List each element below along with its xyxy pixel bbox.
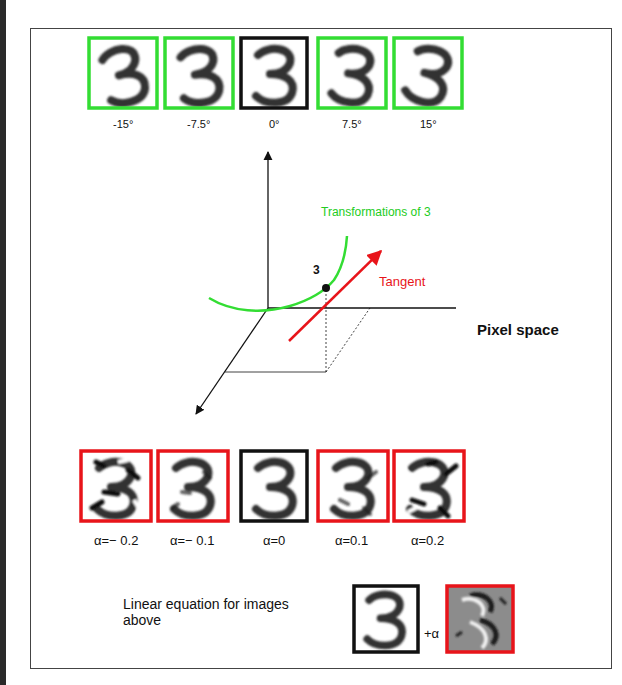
label: 3 — [313, 264, 320, 278]
axis — [267, 152, 268, 308]
label: -7.5° — [187, 118, 210, 131]
label: α=0.2 — [411, 534, 444, 549]
projection-line — [326, 308, 370, 372]
label: 7.5° — [342, 118, 362, 131]
label: -15° — [113, 118, 133, 131]
projection-line — [326, 290, 327, 372]
label: +α — [424, 627, 439, 642]
projection-line — [225, 372, 326, 373]
tangent-digit — [394, 451, 464, 521]
label: Transformations of 3 — [321, 206, 431, 220]
rotated-digit — [165, 38, 233, 108]
axis — [196, 308, 268, 414]
edge-band — [0, 0, 6, 685]
original-digit — [354, 586, 418, 652]
label: 0° — [269, 118, 280, 131]
tangent-digit — [158, 451, 228, 521]
tangent-arrow — [289, 251, 381, 341]
label: Tangent — [379, 275, 425, 290]
label: α=0.1 — [335, 534, 368, 549]
panel-frame — [31, 29, 612, 669]
tangent-digit — [318, 451, 388, 521]
point — [322, 284, 330, 292]
label: Pixel space — [477, 321, 559, 338]
label: Linear equation for images above — [123, 596, 293, 628]
tangent-image — [447, 586, 513, 652]
original-digit — [241, 451, 307, 521]
original-digit — [241, 38, 307, 108]
label: 15° — [420, 118, 437, 131]
transformation-curve — [209, 236, 347, 311]
tangent-digit — [81, 451, 151, 521]
axis — [268, 307, 456, 308]
label: α=0 — [263, 534, 285, 549]
rotated-digit — [318, 38, 386, 108]
rotated-digit — [89, 38, 157, 108]
rotated-digit — [394, 38, 462, 108]
label: α=− 0.2 — [94, 534, 138, 549]
label: α=− 0.1 — [170, 534, 214, 549]
